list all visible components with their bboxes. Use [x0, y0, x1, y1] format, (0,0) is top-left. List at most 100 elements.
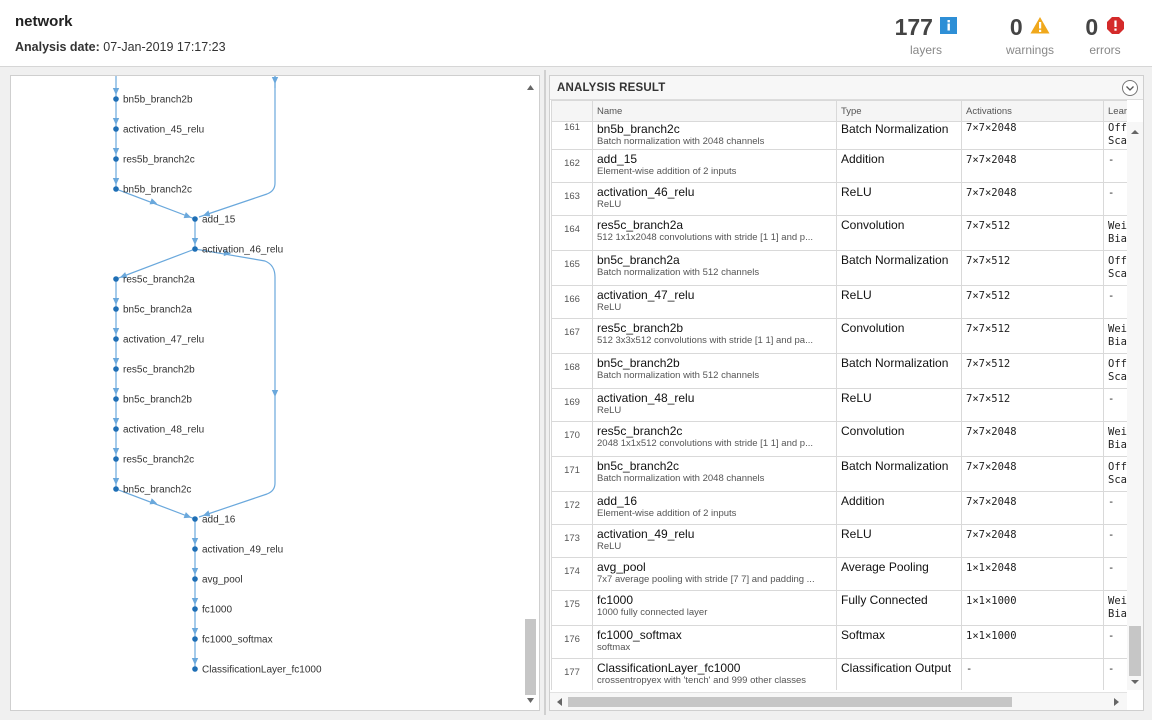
graph-node-label: bn5c_branch2a	[123, 305, 192, 316]
layer-type: ReLU	[836, 524, 962, 558]
layers-count: 177	[894, 14, 933, 40]
horizontal-scroll-thumb[interactable]	[568, 697, 1012, 707]
graph-node[interactable]	[113, 456, 119, 462]
layer-name: bn5c_branch2c	[597, 459, 680, 473]
activations: 7×7×512	[961, 250, 1104, 286]
row-index: 173	[551, 524, 593, 558]
table-vertical-scrollbar[interactable]	[1127, 122, 1143, 690]
row-index: 164	[551, 215, 593, 251]
row-index: 168	[551, 353, 593, 389]
edge-arrow	[183, 212, 192, 219]
network-graph[interactable]: bn5b_branch2bactivation_45_relures5b_bra…	[11, 76, 523, 710]
graph-scroll-thumb	[525, 619, 536, 695]
layer-name: res5c_branch2a	[597, 218, 684, 232]
activations: 7×7×2048	[961, 121, 1104, 150]
graph-node[interactable]	[113, 426, 119, 432]
layer-name: activation_48_relu	[597, 391, 695, 405]
graph-node[interactable]	[192, 516, 198, 522]
collapse-button[interactable]	[1122, 80, 1138, 96]
learnables: -	[1103, 658, 1127, 690]
row-index: 172	[551, 491, 593, 525]
graph-node[interactable]	[113, 396, 119, 402]
graph-node[interactable]	[192, 216, 198, 222]
graph-node-label: add_16	[202, 515, 236, 526]
learnables: -	[1103, 491, 1127, 525]
graph-node[interactable]	[113, 366, 119, 372]
row-index: 165	[551, 250, 593, 286]
graph-node[interactable]	[192, 246, 198, 252]
layer-description: 1000 fully connected layer	[597, 607, 708, 618]
graph-node-label: res5c_branch2a	[123, 275, 195, 286]
activations: 7×7×2048	[961, 524, 1104, 558]
graph-node-label: bn5c_branch2c	[123, 485, 191, 496]
layers-label: layers	[909, 43, 942, 57]
graph-vertical-scrollbar[interactable]	[524, 78, 537, 708]
edge-arrow	[112, 88, 120, 95]
column-header-type[interactable]: Type	[836, 100, 962, 122]
graph-node[interactable]	[192, 666, 198, 672]
graph-node[interactable]	[113, 126, 119, 132]
column-header-index[interactable]	[551, 100, 593, 122]
layer-type: Convolution	[836, 318, 962, 354]
graph-node[interactable]	[113, 276, 119, 282]
graph-node[interactable]	[113, 336, 119, 342]
layer-type: ReLU	[836, 285, 962, 319]
scroll-right-arrow-icon	[1114, 698, 1119, 706]
column-header-lear[interactable]: Lear	[1103, 100, 1127, 122]
layer-description: 7x7 average pooling with stride [7 7] an…	[597, 574, 815, 585]
layer-description: Batch normalization with 2048 channels	[597, 473, 765, 484]
graph-node[interactable]	[192, 576, 198, 582]
scroll-up-arrow-icon	[1131, 130, 1139, 134]
column-header-name[interactable]: Name	[592, 100, 837, 122]
edge-arrow	[191, 658, 199, 665]
activations: 7×7×512	[961, 353, 1104, 389]
scroll-down-arrow-icon	[527, 698, 534, 703]
table-horizontal-scrollbar[interactable]	[550, 692, 1127, 710]
table-scroll-thumb[interactable]	[1129, 626, 1141, 676]
row-index: 166	[551, 285, 593, 319]
pane-splitter[interactable]	[544, 70, 546, 715]
row-index: 167	[551, 318, 593, 354]
edge-arrow	[112, 148, 120, 155]
graph-node[interactable]	[113, 306, 119, 312]
skip-connection-edge	[194, 248, 276, 518]
layer-name: res5c_branch2c	[597, 424, 683, 438]
graph-node[interactable]	[113, 486, 119, 492]
graph-node[interactable]	[192, 636, 198, 642]
graph-node[interactable]	[113, 186, 119, 192]
layer-description: Element-wise addition of 2 inputs	[597, 508, 737, 519]
graph-node[interactable]	[192, 546, 198, 552]
learnables: -	[1103, 524, 1127, 558]
column-header-activations[interactable]: Activations	[961, 100, 1104, 122]
layer-type: Convolution	[836, 215, 962, 251]
row-index: 175	[551, 590, 593, 626]
graph-edge	[115, 188, 196, 220]
edge-arrow	[149, 198, 158, 205]
graph-node[interactable]	[192, 606, 198, 612]
graph-node[interactable]	[113, 156, 119, 162]
graph-node[interactable]	[113, 96, 119, 102]
